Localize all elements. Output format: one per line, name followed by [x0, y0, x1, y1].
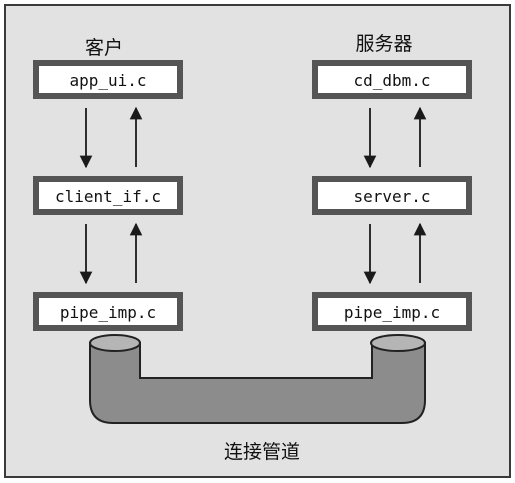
server-title: 服务器 [355, 33, 412, 55]
module-label: cd_dbm.c [353, 71, 430, 90]
server-module-server: server.c [312, 176, 472, 215]
client-module-pipe-imp: pipe_imp.c [33, 292, 183, 331]
server-module-cd-dbm: cd_dbm.c [312, 60, 472, 99]
module-label: app_ui.c [69, 71, 146, 90]
client-module-app-ui: app_ui.c [33, 60, 183, 99]
module-label: pipe_imp.c [60, 303, 156, 322]
module-label: server.c [353, 187, 430, 206]
client-module-client-if: client_if.c [33, 176, 183, 215]
pipe-end-left [89, 334, 141, 352]
pipe-end-right [370, 334, 426, 352]
connection-pipe [89, 334, 426, 424]
module-label: client_if.c [55, 187, 161, 206]
server-module-pipe-imp: pipe_imp.c [312, 292, 472, 331]
pipe-label: 连接管道 [224, 441, 300, 463]
module-label: pipe_imp.c [344, 303, 440, 322]
client-title: 客户 [85, 37, 123, 59]
